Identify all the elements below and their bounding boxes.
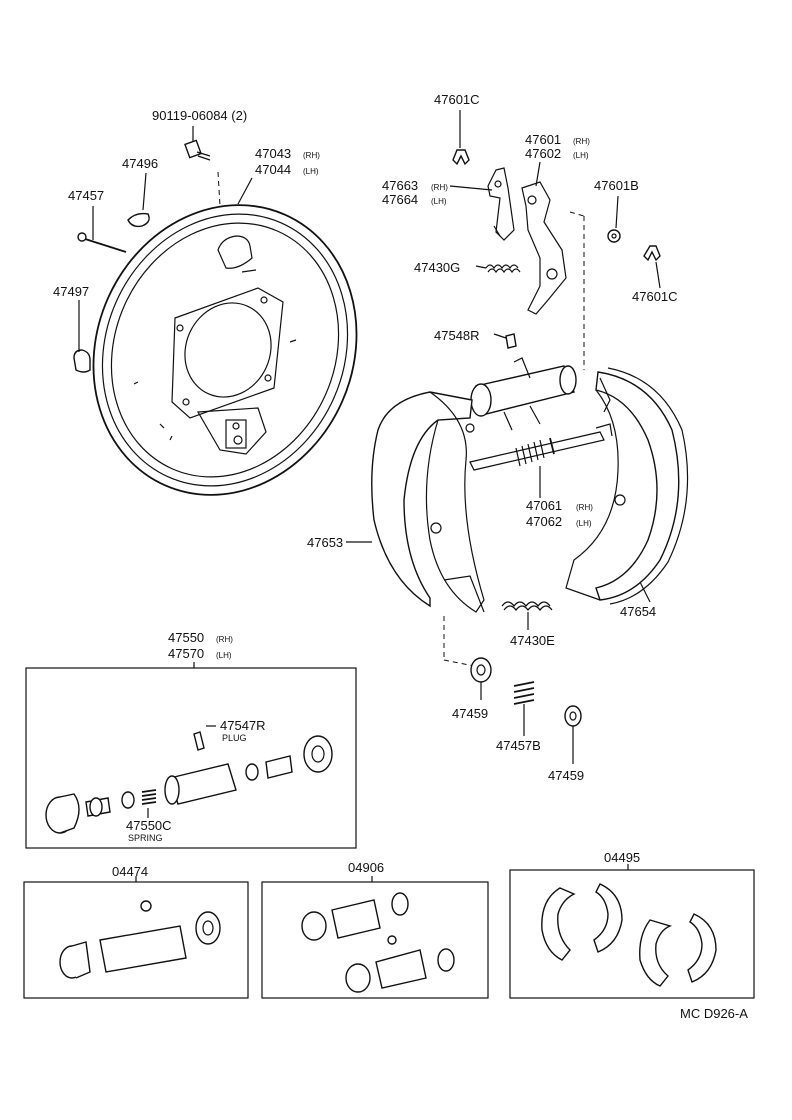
label-47457: 47457	[68, 188, 104, 203]
shoe-47653	[346, 391, 485, 613]
lever-47601	[521, 161, 567, 315]
label-47550: 47550	[168, 630, 204, 645]
label-47044-side: (LH)	[303, 167, 319, 176]
label-47459-right: 47459	[548, 768, 584, 783]
latch-47663	[449, 167, 515, 241]
shoe-47654	[565, 367, 689, 605]
label-47663-side: (RH)	[431, 183, 448, 192]
label-47044: 47044	[255, 162, 291, 177]
part-47457	[77, 206, 127, 253]
label-47663: 47663	[382, 178, 418, 193]
backing-plate	[92, 204, 358, 496]
label-47570-side: (LH)	[216, 651, 232, 660]
label-47061: 47061	[526, 498, 562, 513]
cup-47459-right	[564, 705, 582, 764]
label-04906: 04906	[348, 860, 384, 875]
label-47601c-right: 47601C	[632, 289, 678, 304]
label-47570: 47570	[168, 646, 204, 661]
label-47602-side: (LH)	[573, 151, 589, 160]
kit-box-04906	[261, 876, 489, 999]
adjuster-47061	[469, 423, 613, 498]
kit-box-04495	[509, 864, 755, 999]
label-spring: SPRING	[128, 833, 163, 843]
label-47459-left: 47459	[452, 706, 488, 721]
label-47664: 47664	[382, 192, 418, 207]
label-47601b: 47601B	[594, 178, 639, 193]
wheel-cylinder-assembly	[470, 357, 577, 431]
label-47601-side: (RH)	[573, 137, 590, 146]
part-47496	[127, 172, 150, 228]
label-47602: 47602	[525, 146, 561, 161]
label-47664-side: (LH)	[431, 197, 447, 206]
label-47653: 47653	[307, 535, 343, 550]
label-plug: PLUG	[222, 733, 247, 743]
diagram-code: MC D926-A	[680, 1006, 748, 1021]
label-47457b: 47457B	[496, 738, 541, 753]
label-47601c-top: 47601C	[434, 92, 480, 107]
label-47043: 47043	[255, 146, 291, 161]
spring-47430e	[501, 601, 553, 630]
spring-47457b	[513, 681, 535, 736]
label-bolt: 90119-06084 (2)	[152, 108, 247, 123]
wheel-cylinder-box	[25, 662, 357, 849]
label-04495: 04495	[604, 850, 640, 865]
label-47550c: 47550C	[126, 818, 172, 833]
label-47601: 47601	[525, 132, 561, 147]
label-47430e: 47430E	[510, 633, 555, 648]
label-47654: 47654	[620, 604, 656, 619]
label-47062: 47062	[526, 514, 562, 529]
label-47043-side: (RH)	[303, 151, 320, 160]
bleeder-47548r	[493, 333, 517, 349]
label-47430g: 47430G	[414, 260, 460, 275]
part-47497	[73, 300, 91, 373]
part-47601b	[607, 195, 621, 243]
spring-47430g	[475, 264, 521, 274]
kit-box-04474	[23, 876, 249, 999]
label-47547r: 47547R	[220, 718, 266, 733]
label-47548r: 47548R	[434, 328, 480, 343]
label-47497: 47497	[53, 284, 89, 299]
part-47601c-top	[452, 110, 470, 166]
bolt-90119	[184, 126, 221, 207]
label-04474: 04474	[112, 864, 148, 879]
label-47496: 47496	[122, 156, 158, 171]
part-47601c-right	[643, 245, 661, 289]
label-47061-side: (RH)	[576, 503, 593, 512]
cup-47459-left	[470, 657, 492, 700]
label-47062-side: (LH)	[576, 519, 592, 528]
label-47550-side: (RH)	[216, 635, 233, 644]
